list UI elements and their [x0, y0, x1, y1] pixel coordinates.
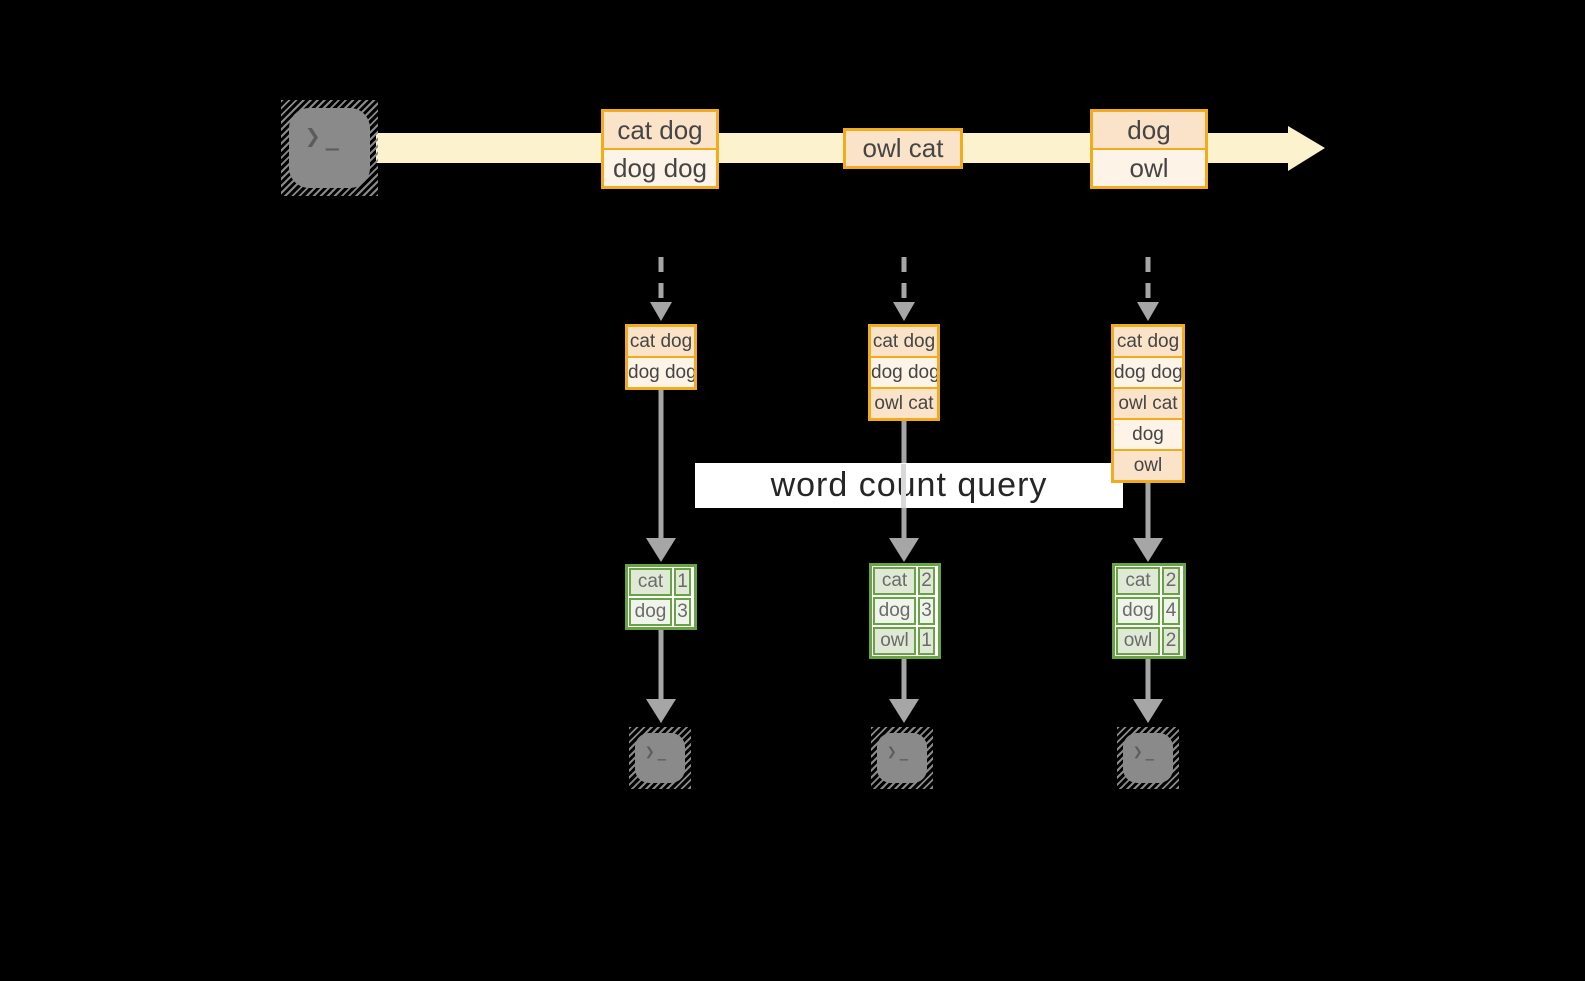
count-cell: 4 — [1162, 597, 1180, 625]
ingest-arrowhead-icon-3 — [1137, 302, 1159, 321]
stream-record: dog — [1093, 112, 1205, 148]
input-record: dog dog — [1114, 358, 1182, 387]
output-arrowhead-icon-1 — [646, 699, 676, 723]
stream-arrowhead-icon — [1288, 126, 1325, 171]
input-record: owl cat — [1114, 389, 1182, 418]
word-cell: dog — [629, 598, 672, 626]
query-arrow-2-overlay — [901, 464, 906, 508]
terminal-chevron-icon: ❯ — [305, 122, 321, 152]
word-cell: owl — [1116, 627, 1160, 655]
count-cell: 3 — [674, 598, 691, 626]
output-terminal-icon-3: ❯ _ — [1117, 727, 1179, 789]
stream-record: owl cat — [846, 131, 960, 166]
count-cell: 2 — [1162, 627, 1180, 655]
output-arrowhead-icon-2 — [889, 699, 919, 723]
output-terminal-icon-1: ❯ _ — [629, 727, 691, 789]
count-cell: 1 — [918, 627, 935, 655]
count-cell: 3 — [918, 597, 935, 625]
stream-record: cat dog — [604, 112, 716, 148]
terminal-chevron-icon: ❯ — [645, 742, 655, 761]
count-cell: 1 — [674, 568, 691, 596]
output-terminal-icon-2: ❯ _ — [871, 727, 933, 789]
count-cell: 2 — [918, 567, 935, 595]
input-record: dog dog — [871, 358, 937, 387]
terminal-underscore-icon: _ — [899, 745, 909, 761]
input-record: cat dog — [628, 327, 694, 356]
terminal-chevron-icon: ❯ — [887, 742, 897, 761]
input-record: owl — [1114, 451, 1182, 480]
input-record: cat dog — [1114, 327, 1182, 356]
stream-source-terminal-icon: ❯ _ — [281, 100, 378, 196]
stream-record: owl — [1093, 150, 1205, 186]
ingest-arrowhead-icon-1 — [650, 302, 672, 321]
query-arrowhead-icon-1 — [646, 538, 676, 562]
terminal-chevron-icon: ❯ — [1133, 742, 1143, 761]
result-table-1: cat 1 dog 3 — [625, 564, 697, 630]
stream-batch-2: owl cat — [843, 128, 963, 169]
terminal-underscore-icon: _ — [325, 126, 339, 151]
input-record: dog dog — [628, 358, 694, 387]
microbatch-input-2: cat dog dog dog owl cat — [868, 324, 940, 421]
input-record: owl cat — [871, 389, 937, 418]
output-arrowhead-icon-3 — [1133, 699, 1163, 723]
query-label: word count query — [770, 466, 1048, 504]
word-cell: owl — [873, 627, 916, 655]
word-cell: dog — [873, 597, 916, 625]
count-cell: 2 — [1162, 567, 1180, 595]
stream-batch-3: dog owl — [1090, 109, 1208, 189]
word-cell: dog — [1116, 597, 1160, 625]
input-record: cat dog — [871, 327, 937, 356]
input-record: dog — [1114, 420, 1182, 449]
result-table-2: cat 2 dog 3 owl 1 — [869, 563, 941, 659]
result-table-3: cat 2 dog 4 owl 2 — [1112, 563, 1186, 659]
stream-batch-1: cat dog dog dog — [601, 109, 719, 189]
microbatch-input-3: cat dog dog dog owl cat dog owl — [1111, 324, 1185, 483]
query-arrowhead-icon-3 — [1133, 538, 1163, 562]
stream-record: dog dog — [604, 150, 716, 186]
ingest-arrowhead-icon-2 — [893, 302, 915, 321]
terminal-underscore-icon: _ — [1145, 745, 1155, 761]
terminal-underscore-icon: _ — [657, 745, 667, 761]
word-cell: cat — [873, 567, 916, 595]
microbatch-input-1: cat dog dog dog — [625, 324, 697, 390]
query-label-band: word count query — [695, 463, 1123, 508]
word-cell: cat — [629, 568, 672, 596]
word-cell: cat — [1116, 567, 1160, 595]
query-arrowhead-icon-2 — [889, 538, 919, 562]
